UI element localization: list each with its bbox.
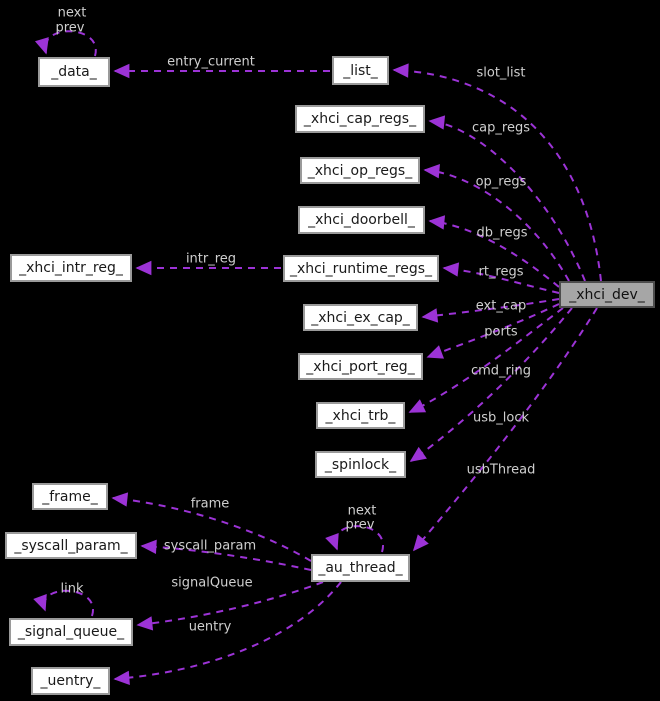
edge-label-db-regs: db_regs [476,225,528,241]
edge-ext-cap [421,298,560,323]
edge-usb-lock [409,307,573,462]
node-xhci-runtime-regs[interactable]: _xhci_runtime_regs_ [283,255,439,282]
edge-label-frame: frame [190,496,230,512]
edge-label-uentry: uentry [188,619,232,635]
node-uentry[interactable]: _uentry_ [31,667,110,695]
edge-signalqueue [136,581,324,631]
node-xhci-intr-reg[interactable]: _xhci_intr_reg_ [10,254,132,282]
node-xhci-port-reg[interactable]: _xhci_port_reg_ [298,353,423,380]
node-data[interactable]: _data_ [38,57,110,87]
edge-label-prev-data: prev [55,20,85,36]
edge-label-syscall-param: syscall_param [163,538,257,554]
node-syscall-param[interactable]: _syscall_param_ [5,532,137,559]
node-signal-queue[interactable]: _signal_queue_ [9,618,133,646]
node-xhci-dev[interactable]: _xhci_dev_ [559,281,655,308]
edge-uentry [113,581,342,686]
edge-label-ext-cap: ext_cap [475,298,527,314]
edge-cmd-ring [408,307,564,413]
edge-op-regs [423,164,570,282]
node-xhci-op-regs[interactable]: _xhci_op_regs_ [300,157,420,184]
edge-label-slot-list: slot_list [476,65,526,81]
node-xhci-cap-regs[interactable]: _xhci_cap_regs_ [295,105,425,133]
node-xhci-ex-cap[interactable]: _xhci_ex_cap_ [303,304,418,331]
node-spinlock[interactable]: _spinlock_ [315,451,406,478]
edge-label-cmd-ring: cmd_ring [470,363,532,379]
edge-label-usbthread: usbThread [466,462,536,478]
edge-self-loop-au-thread [325,525,384,553]
node-frame[interactable]: _frame_ [32,483,108,510]
node-xhci-doorbell[interactable]: _xhci_doorbell_ [298,206,425,234]
edge-label-entry-current: entry_current [167,54,255,70]
edge-ports [426,303,560,359]
edge-self-loop-signal-queue [33,589,94,617]
edge-cap-regs [428,115,586,282]
edge-label-usb-lock: usb_lock [472,410,530,426]
edge-label-next-data: next [57,5,87,21]
edge-slot-list [392,63,602,282]
edge-label-cap-regs: cap_regs [472,120,530,136]
edge-label-prev-au: prev [345,517,375,533]
edge-label-ports: ports [484,324,518,340]
edge-db-regs [428,215,560,288]
edge-label-next-au: next [347,503,377,519]
edge-usbthread [412,307,598,552]
edge-label-rt-regs: rt_regs [478,264,524,280]
node-list[interactable]: _list_ [332,56,389,85]
node-xhci-trb[interactable]: _xhci_trb_ [316,402,405,429]
node-au-thread[interactable]: _au_thread_ [311,554,410,582]
edge-frame [111,492,312,562]
edge-label-intr-reg: intr_reg [185,251,237,267]
edge-label-op-regs: op_regs [475,174,527,190]
edge-self-loop-data [34,30,97,57]
edge-label-signalqueue: signalQueue [171,575,253,591]
edge-syscall-param [140,539,312,571]
edge-label-link: link [60,581,84,597]
edge-rt-regs [442,262,560,294]
